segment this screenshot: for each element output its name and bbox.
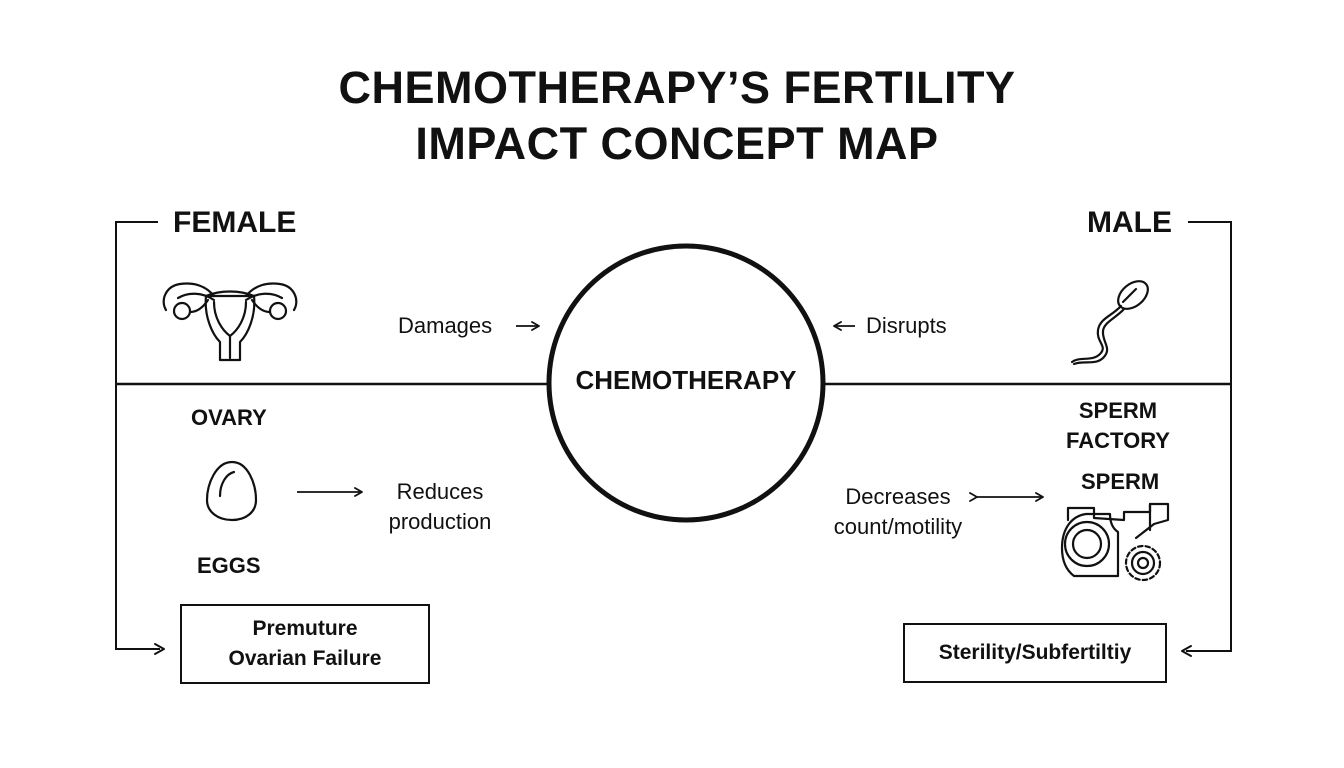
sperm-factory-label: SPERM FACTORY <box>1058 400 1178 452</box>
female-bracket-line <box>115 221 160 650</box>
sperm-label: SPERM <box>1081 469 1160 494</box>
sperm-factory-line-1: SPERM <box>1078 398 1158 423</box>
sperm-factory-line-2: FACTORY <box>1066 428 1170 453</box>
male-bracket-line <box>1186 221 1232 652</box>
reduces-production-label: Reduces production <box>372 481 508 533</box>
female-heading: FEMALE <box>173 206 297 239</box>
premature-ovarian-failure-box: Premuture Ovarian Failure <box>180 604 430 684</box>
chemotherapy-label: CHEMOTHERAPY <box>575 365 797 395</box>
female-bracket-arrowhead <box>154 643 165 655</box>
ovary-label: OVARY <box>191 405 267 430</box>
chemotherapy-circle <box>546 243 826 523</box>
female-outcome-line-2: Ovarian Failure <box>228 647 382 670</box>
male-outcome: Sterility/Subfertiltiy <box>938 641 1132 664</box>
male-heading: MALE <box>1087 206 1172 239</box>
diagram-title: CHEMOTHERAPY’S FERTILITY IMPACT CONCEPT … <box>272 60 1082 172</box>
decreases-count-line-2: count/motility <box>833 514 963 539</box>
female-outcome-line-1: Premuture <box>252 617 358 640</box>
diagram-title-line-1: CHEMOTHERAPY’S FERTILITY <box>338 62 1016 113</box>
sterility-subfertility-box: Sterility/Subfertiltiy <box>903 623 1167 683</box>
diagram-title-line-2: IMPACT CONCEPT MAP <box>415 118 939 169</box>
decreases-count-line-1: Decreases <box>845 484 951 509</box>
disrupts-label: Disrupts <box>866 313 947 338</box>
eggs-label: EGGS <box>197 553 261 578</box>
sperm-icon <box>1070 280 1149 366</box>
factory-gears-icon <box>1060 502 1170 582</box>
reduces-production-line-1: Reduces <box>396 479 484 504</box>
reduces-production-line-2: production <box>388 509 492 534</box>
egg-icon <box>205 460 258 522</box>
male-bracket-arrowhead <box>1181 645 1192 657</box>
damages-label: Damages <box>398 313 493 338</box>
decreases-count-label: Decreases count/motility <box>816 486 980 538</box>
uterus-icon <box>162 282 298 362</box>
